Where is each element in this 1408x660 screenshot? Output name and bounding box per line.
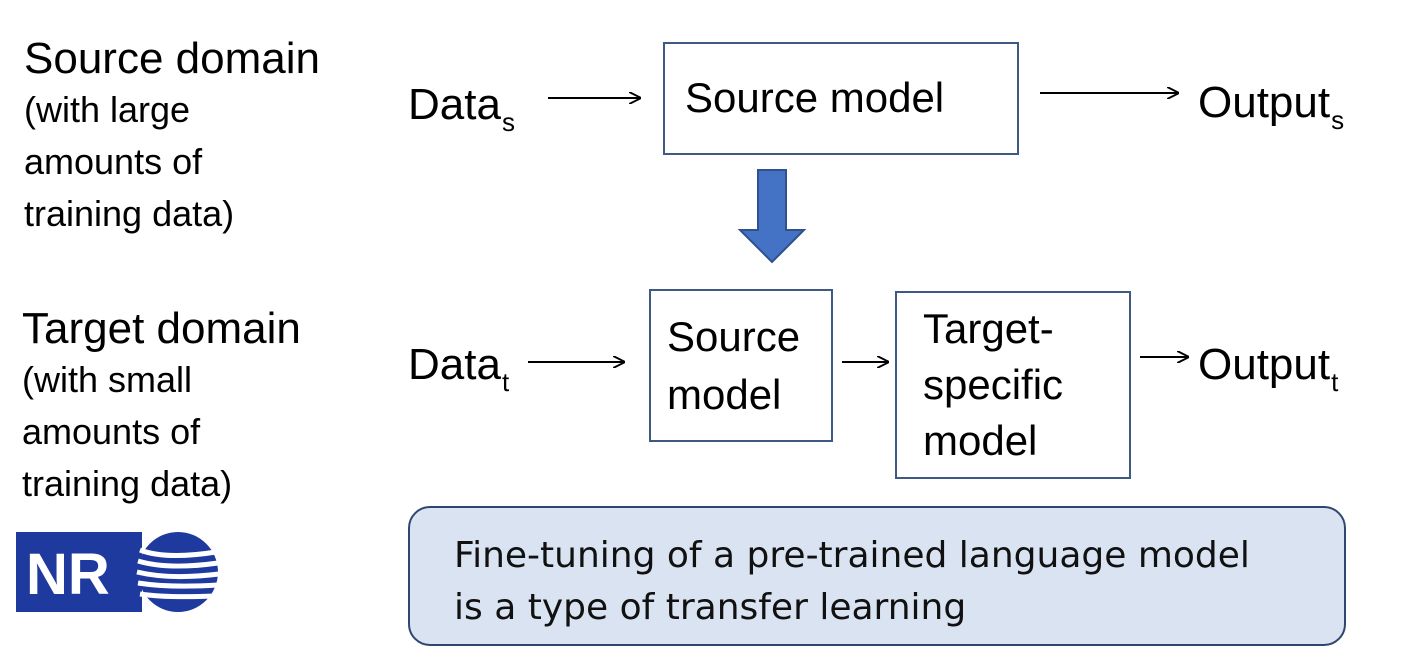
target-model-line-1: Target- [923,305,1054,352]
target-domain-desc-3: training data) [22,463,233,504]
callout-text: Fine-tuning of a pre-trained language mo… [454,530,1250,634]
target-domain-title: Target domain [22,304,301,353]
target-domain-desc-2: amounts of [22,411,201,452]
nr-logo: NR [16,530,220,614]
target-specific-model-box: Target- specific model [895,291,1131,479]
target-source-model-box: Source model [649,289,833,442]
target-source-model-line-2: model [667,371,782,418]
target-model-line-3: model [923,417,1038,464]
data-t-subscript: t [501,367,510,397]
source-domain-desc-1: (with large [24,89,191,130]
callout-line-1: Fine-tuning of a pre-trained language mo… [454,535,1250,576]
output-s-label: Outputs [1198,78,1345,135]
target-domain-desc-1: (with small [22,359,193,400]
source-model-box: Source model [663,42,1019,155]
nr-logo-text: NR [26,542,110,607]
data-s-subscript: s [501,107,515,137]
data-s-base: Data [408,80,501,129]
transfer-arrow [737,169,807,264]
source-domain-label: Source domain (with large amounts of tra… [24,34,320,240]
callout-box: Fine-tuning of a pre-trained language mo… [408,506,1346,646]
source-model-label: Source model [685,74,945,121]
output-s-subscript: s [1331,105,1345,135]
callout-line-2: is a type of transfer learning [454,587,967,628]
source-domain-desc-3: training data) [24,193,235,234]
nr-logo-graphic: NR [16,532,220,612]
data-s-label: Datas [408,80,515,137]
data-t-label: Datat [408,340,510,397]
output-t-subscript: t [1331,367,1339,397]
source-domain-title: Source domain [24,34,320,83]
output-s-base: Output [1198,78,1331,127]
data-t-base: Data [408,340,501,389]
output-t-label: Outputt [1198,340,1339,397]
target-model-line-2: specific [923,361,1064,408]
target-domain-label: Target domain (with small amounts of tra… [22,304,301,510]
target-source-model-line-1: Source [667,313,801,360]
output-t-base: Output [1198,340,1331,389]
source-domain-desc-2: amounts of [24,141,203,182]
